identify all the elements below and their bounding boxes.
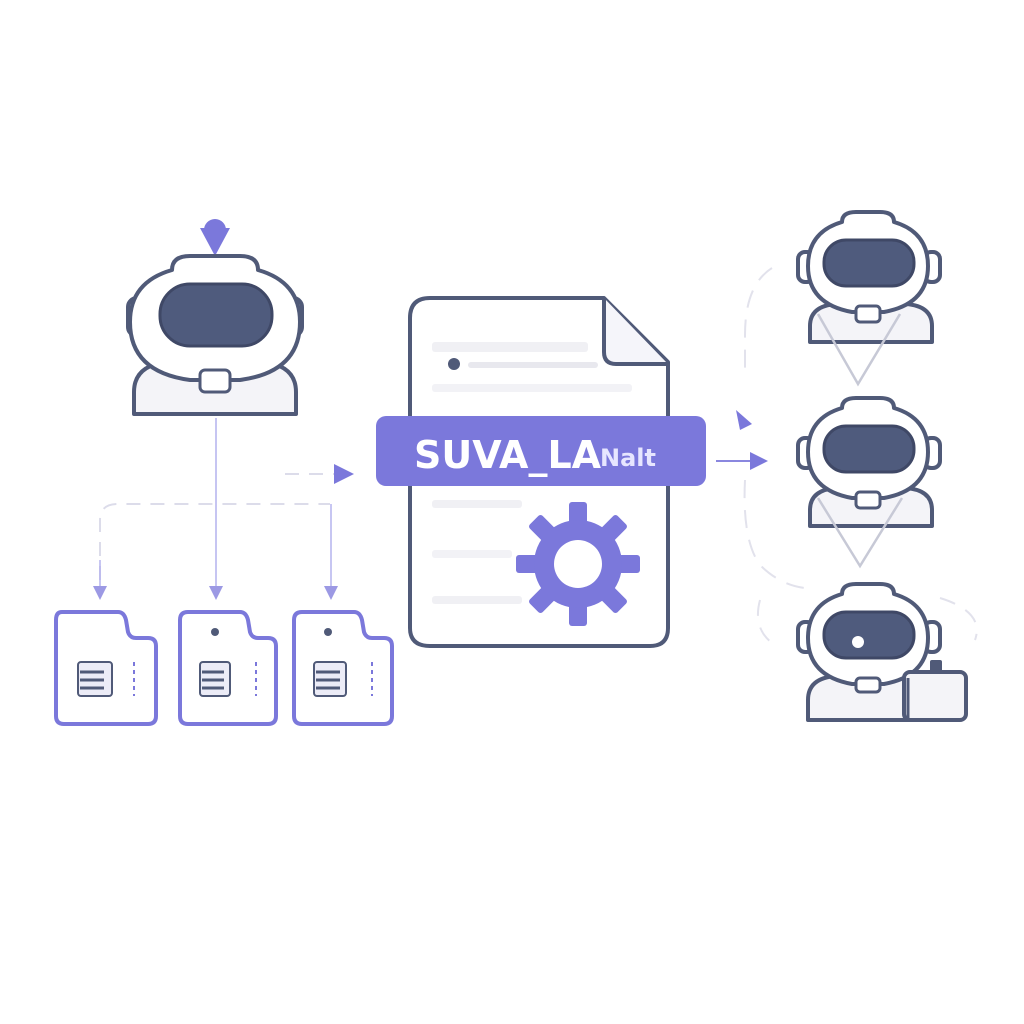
file-icon (178, 610, 278, 726)
connectors (93, 267, 978, 646)
gear-icon (516, 502, 640, 626)
document-text-line (432, 596, 522, 604)
document-text-line (432, 384, 632, 392)
connector-arc-middle (743, 479, 806, 589)
connector-arc-lower (756, 599, 776, 646)
banner: SUVA_LA Nalt (376, 416, 706, 486)
document-text-line (432, 500, 522, 508)
robot-agent-icon (796, 396, 942, 569)
connector-arc-right (939, 597, 978, 641)
robot-agent-icon (126, 219, 304, 416)
document-bullet (448, 358, 460, 370)
robot-collar (816, 313, 902, 387)
document-fold (602, 298, 668, 366)
robot-side-panel (902, 670, 968, 722)
file-icon (54, 610, 158, 726)
file-2-dot (211, 628, 219, 636)
document-text-line (468, 362, 598, 368)
robot-visor (822, 424, 916, 474)
robot-eye (852, 636, 864, 648)
arrow-head-file-3 (324, 586, 338, 600)
document-text-line (432, 342, 588, 352)
robot-side-knob (930, 660, 942, 672)
robot-chin (198, 368, 232, 394)
file-icon (292, 610, 394, 726)
connector-branch-files (99, 503, 330, 580)
robot-visor (822, 238, 916, 288)
arrow-head-upper-branch (736, 410, 752, 430)
robot-chin (854, 676, 882, 694)
robot-chin (854, 490, 882, 510)
arrow-head-file-2 (209, 586, 223, 600)
banner-tail-text: Nalt (600, 444, 656, 472)
robot-agent-icon (796, 582, 968, 722)
arrow-head-document (334, 464, 354, 484)
robot-visor (822, 610, 916, 660)
robot-collar (816, 497, 904, 569)
robot-chin (854, 304, 882, 324)
connector-arc-upper (744, 267, 773, 375)
arrow-head-outputs (750, 452, 768, 470)
banner-main-text: SUVA_LA (414, 433, 602, 477)
file-3-dot (324, 628, 332, 636)
arrow-head-file-1 (93, 586, 107, 600)
robot-agent-icon (796, 210, 942, 387)
antenna-icon (204, 219, 226, 241)
document-text-line (432, 550, 512, 558)
robot-visor (158, 282, 274, 348)
banner-bar (376, 416, 706, 486)
